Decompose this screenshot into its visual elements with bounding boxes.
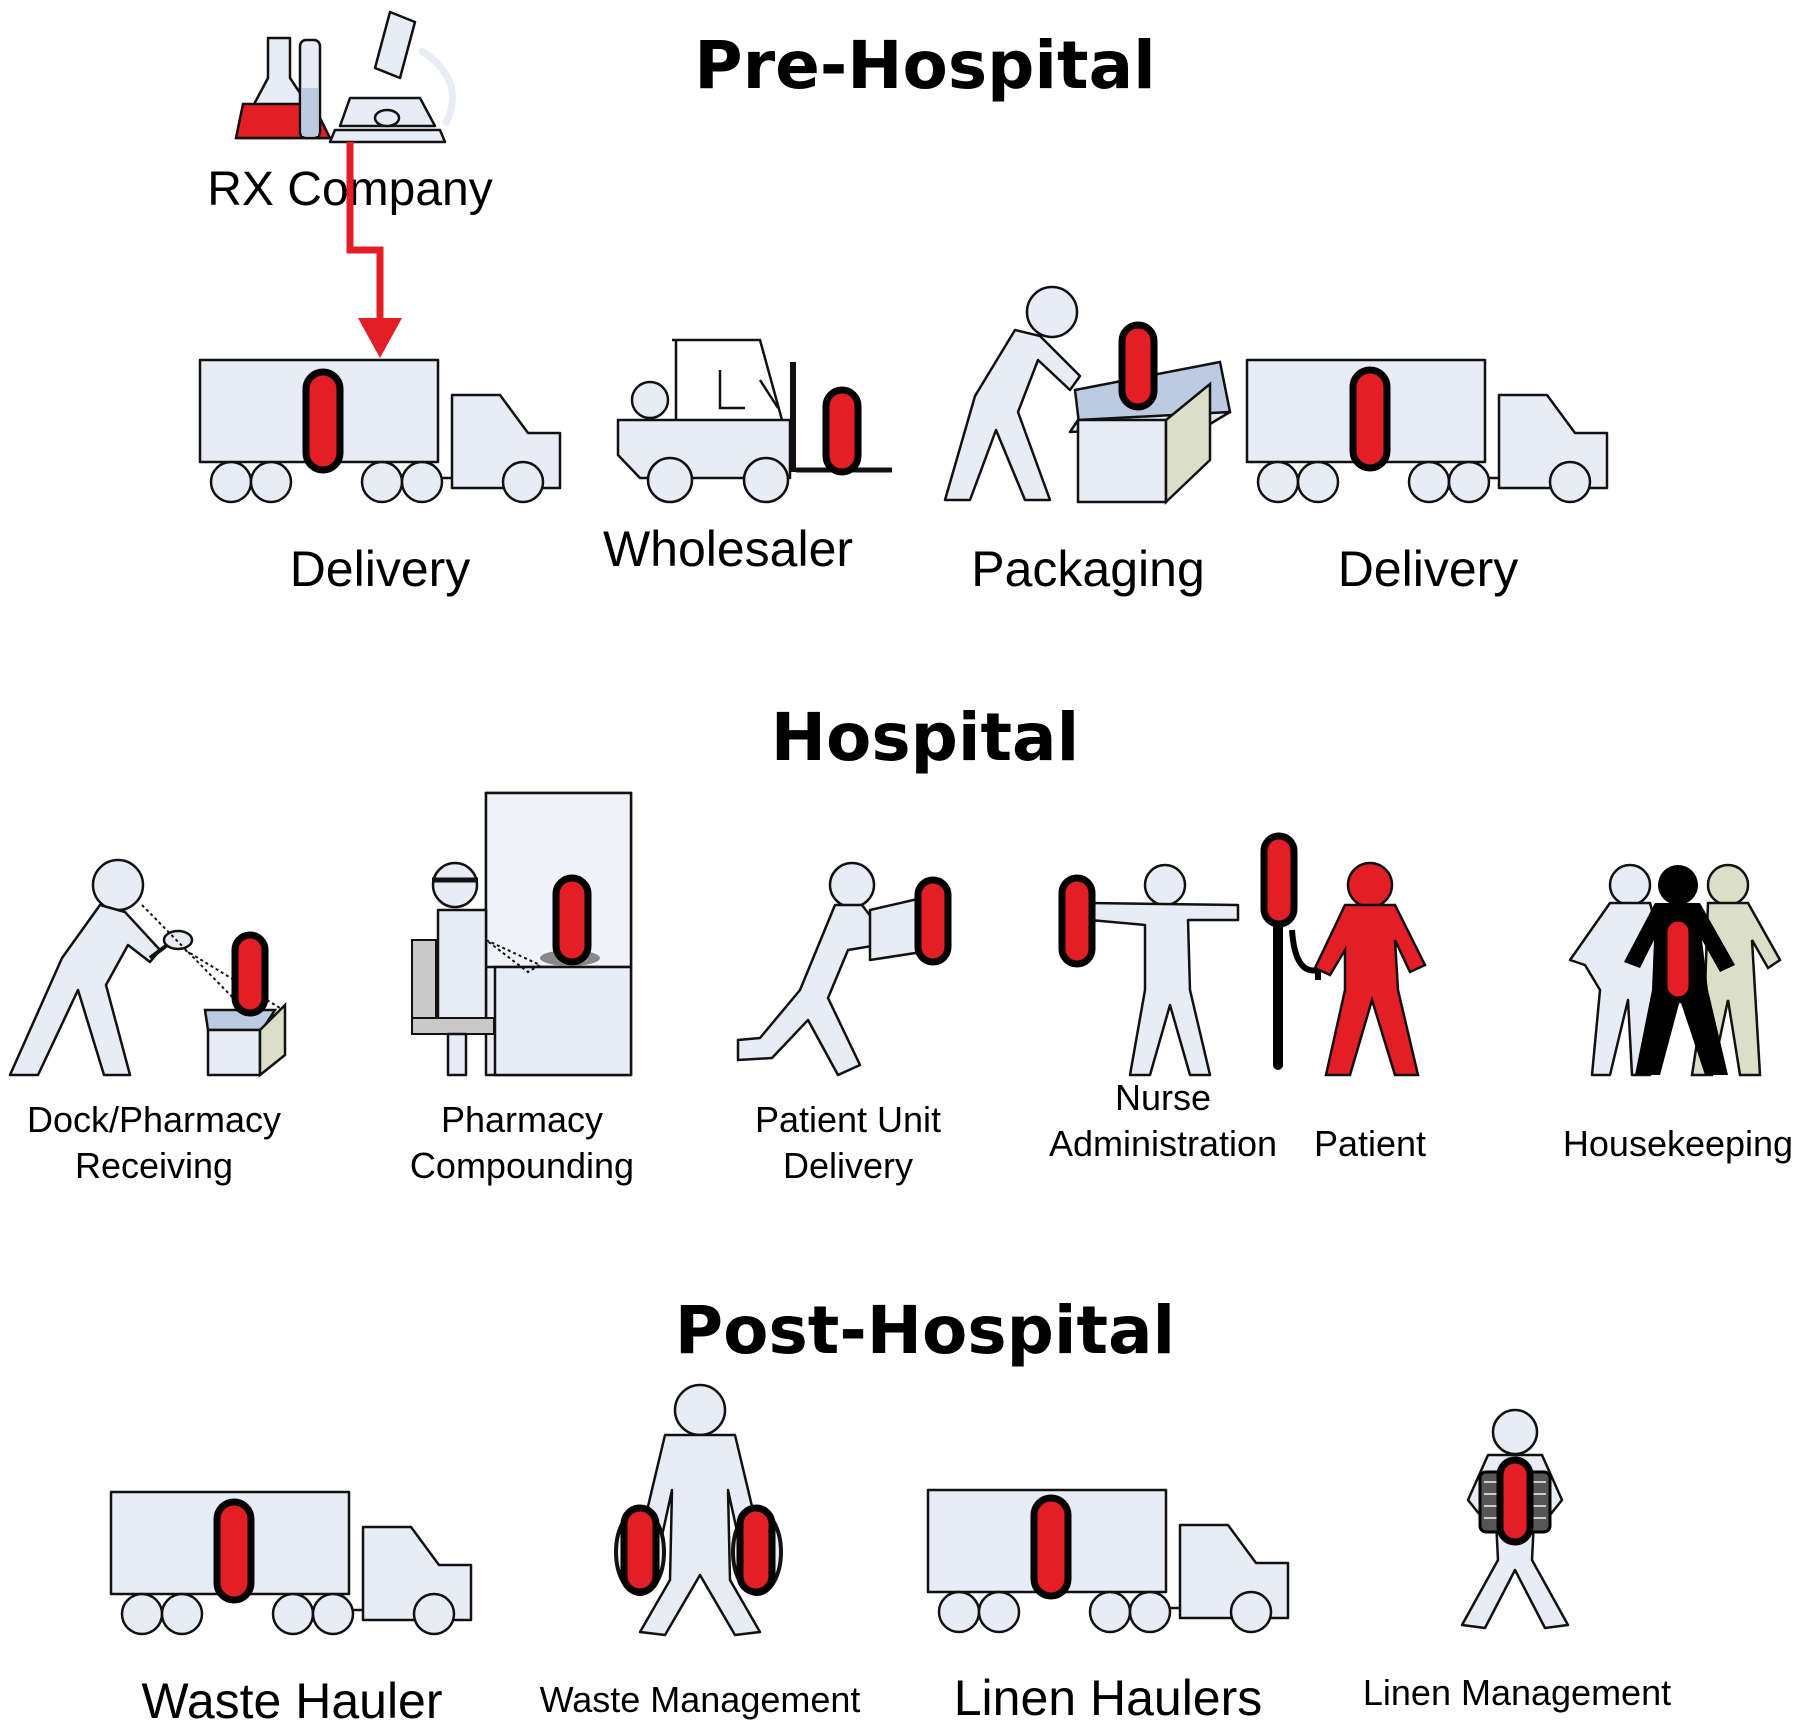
flow-arrow: [346, 142, 384, 320]
dock-label-line2: Receiving: [75, 1145, 233, 1186]
linen-management-label: Linen Management: [1363, 1672, 1671, 1713]
packaging-icon: [943, 285, 1232, 505]
heading-post-hospital: Post-Hospital: [675, 1292, 1175, 1369]
compounding-label-line2: Compounding: [410, 1145, 634, 1186]
patient-label: Patient: [1314, 1123, 1426, 1164]
waste-management-label: Waste Management: [540, 1679, 861, 1720]
delivery-label-1: Delivery: [290, 541, 471, 597]
heading-hospital: Hospital: [771, 699, 1079, 776]
linen-haulers-label: Linen Haulers: [954, 1670, 1263, 1726]
waste-hauler-label: Waste Hauler: [141, 1673, 442, 1727]
wholesaler-label: Wholesaler: [603, 521, 853, 577]
delivery-label-2: Delivery: [1338, 541, 1519, 597]
unit-label-line2: Delivery: [783, 1145, 913, 1186]
linen-management-icon: [1460, 1408, 1570, 1630]
waste-hauler-truck-icon: [109, 1490, 473, 1636]
pharmacy-compounding-icon: [411, 791, 633, 1077]
nurse-label-line1: Nurse: [1115, 1077, 1211, 1118]
linen-haulers-truck-icon: [926, 1488, 1290, 1634]
housekeeping-icon: [1568, 863, 1782, 1077]
nurse-icon: [1058, 863, 1240, 1077]
arrow-head-icon: [358, 318, 402, 358]
dock-label-line1: Dock/Pharmacy: [27, 1099, 281, 1140]
nurse-label-line2: Administration: [1049, 1123, 1277, 1164]
rx-company-icon: [234, 10, 456, 144]
delivery-truck-icon-2: [1245, 358, 1609, 504]
forklift-icon: [616, 338, 892, 504]
patient-unit-delivery-icon: [736, 861, 952, 1077]
heading-pre-hospital: Pre-Hospital: [694, 27, 1156, 104]
unit-label-line1: Patient Unit: [755, 1099, 941, 1140]
waste-management-icon: [614, 1383, 783, 1637]
packaging-label: Packaging: [971, 541, 1205, 597]
patient-icon: [1260, 832, 1427, 1077]
compounding-label-line1: Pharmacy: [441, 1099, 603, 1140]
dock-receiving-icon: [8, 858, 287, 1078]
delivery-truck-icon: [198, 358, 562, 504]
housekeeping-label: Housekeeping: [1563, 1123, 1793, 1164]
